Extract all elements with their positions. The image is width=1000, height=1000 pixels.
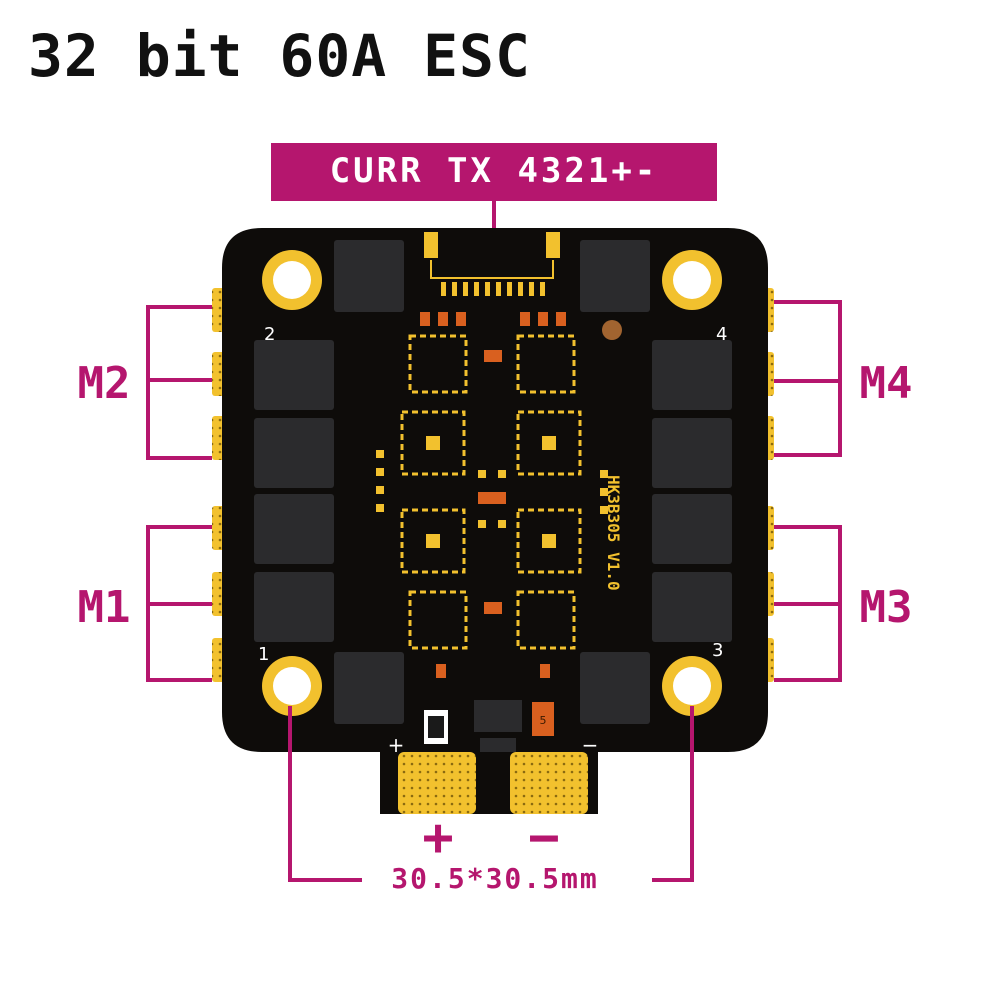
mosfet <box>254 418 334 488</box>
battery-pad-minus <box>510 752 588 814</box>
mosfet <box>254 494 334 564</box>
corner-number-2: 2 <box>264 324 275 345</box>
battery-pad-plus <box>398 752 476 814</box>
motor-label-m3: M3 <box>860 582 913 633</box>
connector-label-box <box>271 143 717 201</box>
mosfet <box>334 240 404 312</box>
motor-label-m1: M1 <box>78 582 131 633</box>
board-model-text: HK3B305 V1.0 <box>604 475 623 591</box>
corner-number-1: 1 <box>258 644 269 665</box>
signal-connector <box>424 232 560 296</box>
mosfet <box>652 340 732 410</box>
battery-pads <box>398 752 588 814</box>
board-minus-mark: − <box>582 733 599 757</box>
mosfet <box>254 572 334 642</box>
connector-label: CURR TX 4321+- <box>330 151 659 191</box>
mosfet <box>334 652 404 724</box>
mosfet <box>580 652 650 724</box>
mosfet <box>652 572 732 642</box>
mosfet <box>652 494 732 564</box>
mosfet <box>652 418 732 488</box>
connector-label-banner: CURR TX 4321+- <box>271 143 717 228</box>
dimension-annotation <box>288 706 694 882</box>
ic-thermal-pads <box>426 436 556 548</box>
test-pads <box>376 450 608 528</box>
power-plus-label: + <box>422 808 453 868</box>
mount-dimension-label: 30.5*30.5mm <box>391 862 598 895</box>
annotations-left <box>146 305 212 682</box>
power-section: 5 <box>424 700 554 752</box>
cap-mark: 5 <box>540 714 547 727</box>
board-plus-mark: + <box>388 733 405 757</box>
annotations-right <box>774 300 842 682</box>
motor-label-m4: M4 <box>860 358 913 409</box>
smd-components <box>420 312 622 678</box>
mosfet <box>580 240 650 312</box>
mounting-holes <box>262 250 722 716</box>
power-minus-label: − <box>528 808 559 868</box>
page-title: 32 bit 60A ESC <box>28 22 531 90</box>
corner-number-3: 3 <box>712 640 723 661</box>
mosfet <box>254 340 334 410</box>
motor-label-m2: M2 <box>78 358 131 409</box>
corner-number-4: 4 <box>716 324 727 345</box>
mosfets <box>254 240 732 724</box>
driver-ics <box>400 334 582 650</box>
